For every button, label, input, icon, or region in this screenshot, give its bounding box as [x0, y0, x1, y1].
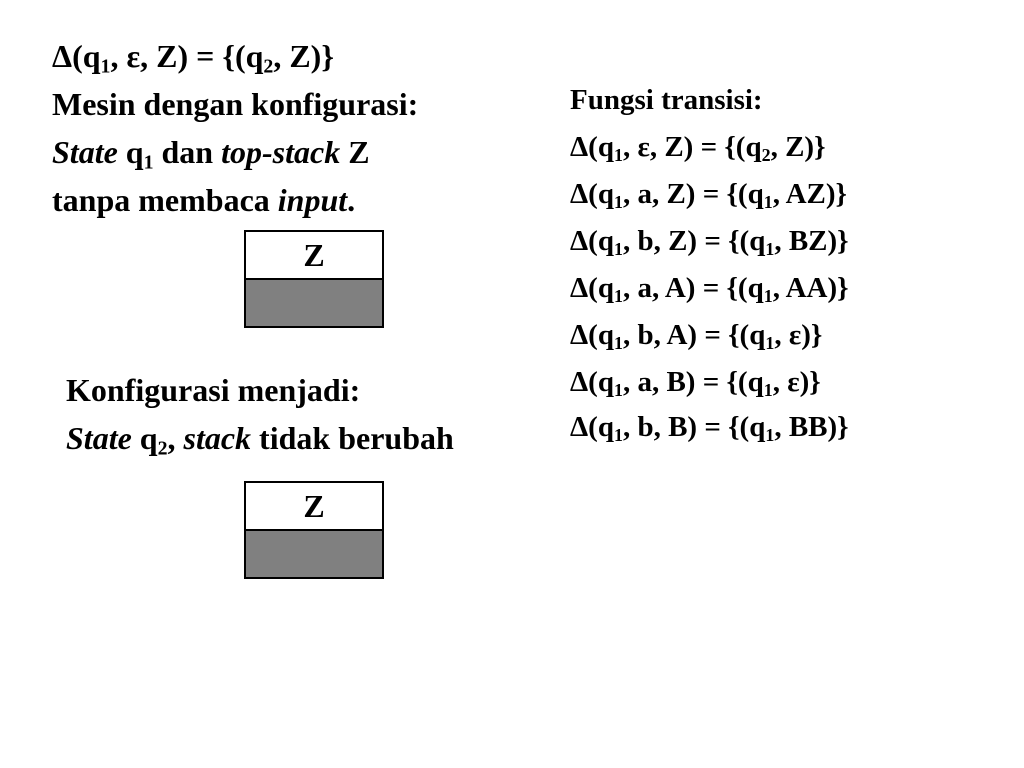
- transition-rule: Δ(q1, a, A) = {(q1, AA)}: [570, 272, 849, 307]
- result-title: Konfigurasi menjadi:: [66, 372, 361, 408]
- stack-top-cell: Z: [246, 483, 382, 531]
- transition-function-title: Fungsi transisi:: [570, 84, 763, 116]
- stack-top-cell: Z: [246, 232, 382, 280]
- transition-rule: Δ(q1, a, B) = {(q1, ε)}: [570, 366, 821, 401]
- machine-description: Mesin dengan konfigurasi:: [52, 86, 419, 122]
- delta-symbol: Δ: [52, 38, 73, 74]
- transition-rule: Δ(q1, b, B) = {(q1, BB)}: [570, 411, 849, 446]
- stack-before: Z: [244, 230, 384, 328]
- result-description: State q2, stack tidak berubah: [66, 420, 454, 460]
- transition-rule: Δ(q1, ε, Z) = {(q2, Z)}: [570, 131, 826, 166]
- transition-rule: Δ(q1, b, Z) = {(q1, BZ)}: [570, 225, 849, 260]
- transition-rule: Δ(q1, b, A) = {(q1, ε)}: [570, 319, 823, 354]
- transition-rule: Δ(q1, a, Z) = {(q1, AZ)}: [570, 178, 847, 213]
- state-description: State q1 dan top-stack Z: [52, 134, 370, 174]
- stack-after: Z: [244, 481, 384, 579]
- input-description: tanpa membaca input.: [52, 182, 356, 218]
- initial-transition: Δ(q1, ε, Z) = {(q2, Z)}: [52, 38, 334, 78]
